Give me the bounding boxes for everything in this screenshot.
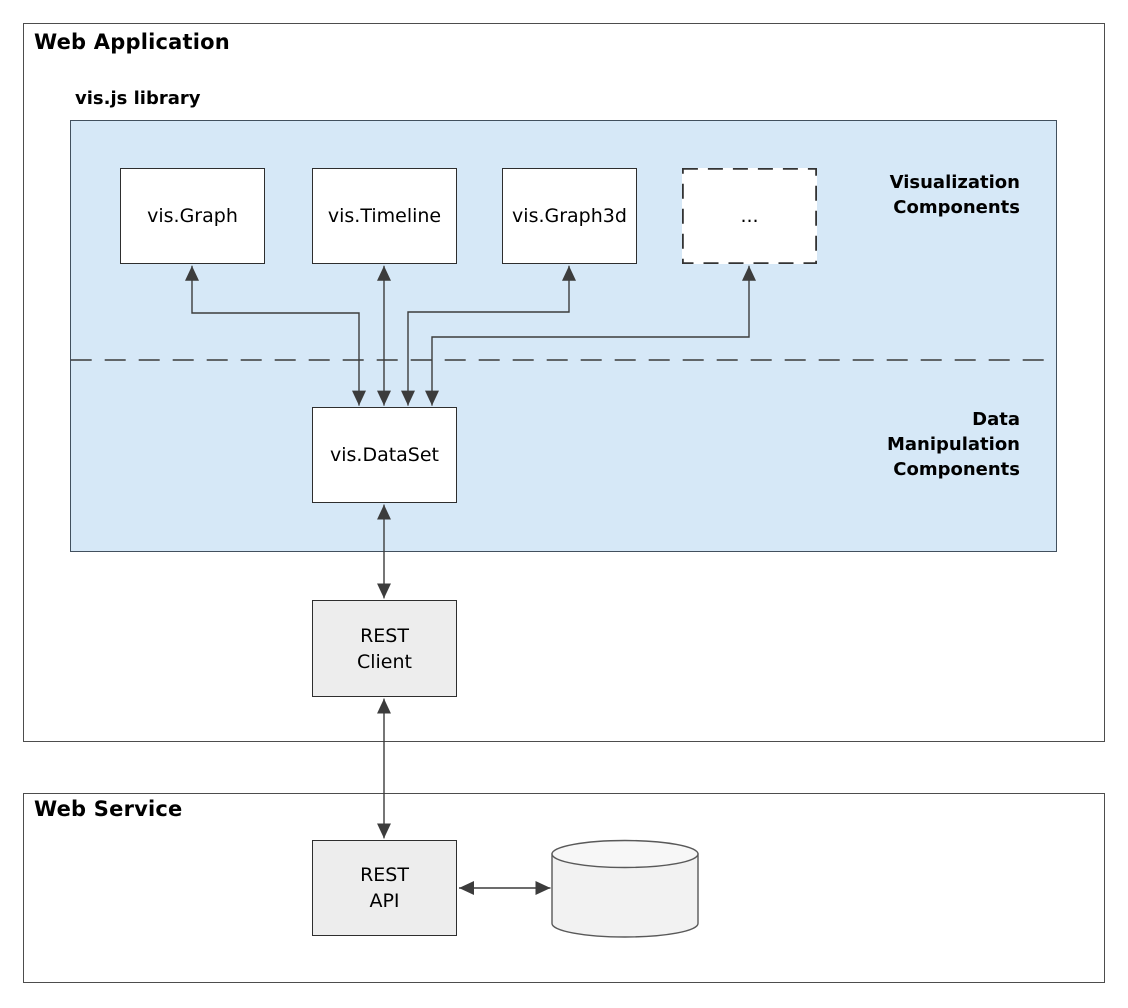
data-manipulation-label-line2: Manipulation: [886, 434, 1020, 455]
visualization-label-line1: Visualization: [889, 172, 1020, 193]
web-application-title: Web Application: [34, 30, 230, 54]
node-data-store-label: Data: [602, 878, 648, 900]
node-rest-api-line2: API: [369, 890, 400, 912]
node-vis-graph: vis.Graph: [120, 168, 265, 264]
node-vis-graph3d: vis.Graph3d: [502, 168, 637, 264]
visualization-components-label: Visualization Components: [890, 170, 1020, 220]
node-vis-timeline: vis.Timeline: [312, 168, 457, 264]
node-vis-dataset: vis.DataSet: [312, 407, 457, 503]
node-rest-api: REST API: [312, 840, 457, 936]
data-manipulation-label-line1: Data: [972, 409, 1020, 430]
node-vis-graph-label: vis.Graph: [147, 205, 238, 227]
node-rest-client: REST Client: [312, 600, 457, 697]
node-vis-graph3d-label: vis.Graph3d: [512, 205, 627, 227]
visjs-library-title: vis.js library: [75, 88, 201, 109]
node-more-components-label: ...: [740, 205, 759, 227]
node-vis-timeline-label: vis.Timeline: [327, 205, 442, 227]
node-vis-dataset-label: vis.DataSet: [329, 444, 440, 466]
data-manipulation-components-label: Data Manipulation Components: [887, 407, 1020, 482]
node-rest-api-line1: REST: [360, 864, 409, 886]
node-rest-client-line2: Client: [356, 650, 412, 673]
data-manipulation-label-line3: Components: [893, 459, 1020, 480]
visualization-label-line2: Components: [893, 197, 1020, 218]
node-more-components: ...: [682, 168, 817, 264]
web-service-title: Web Service: [34, 797, 183, 821]
node-rest-client-line1: REST: [360, 624, 409, 647]
